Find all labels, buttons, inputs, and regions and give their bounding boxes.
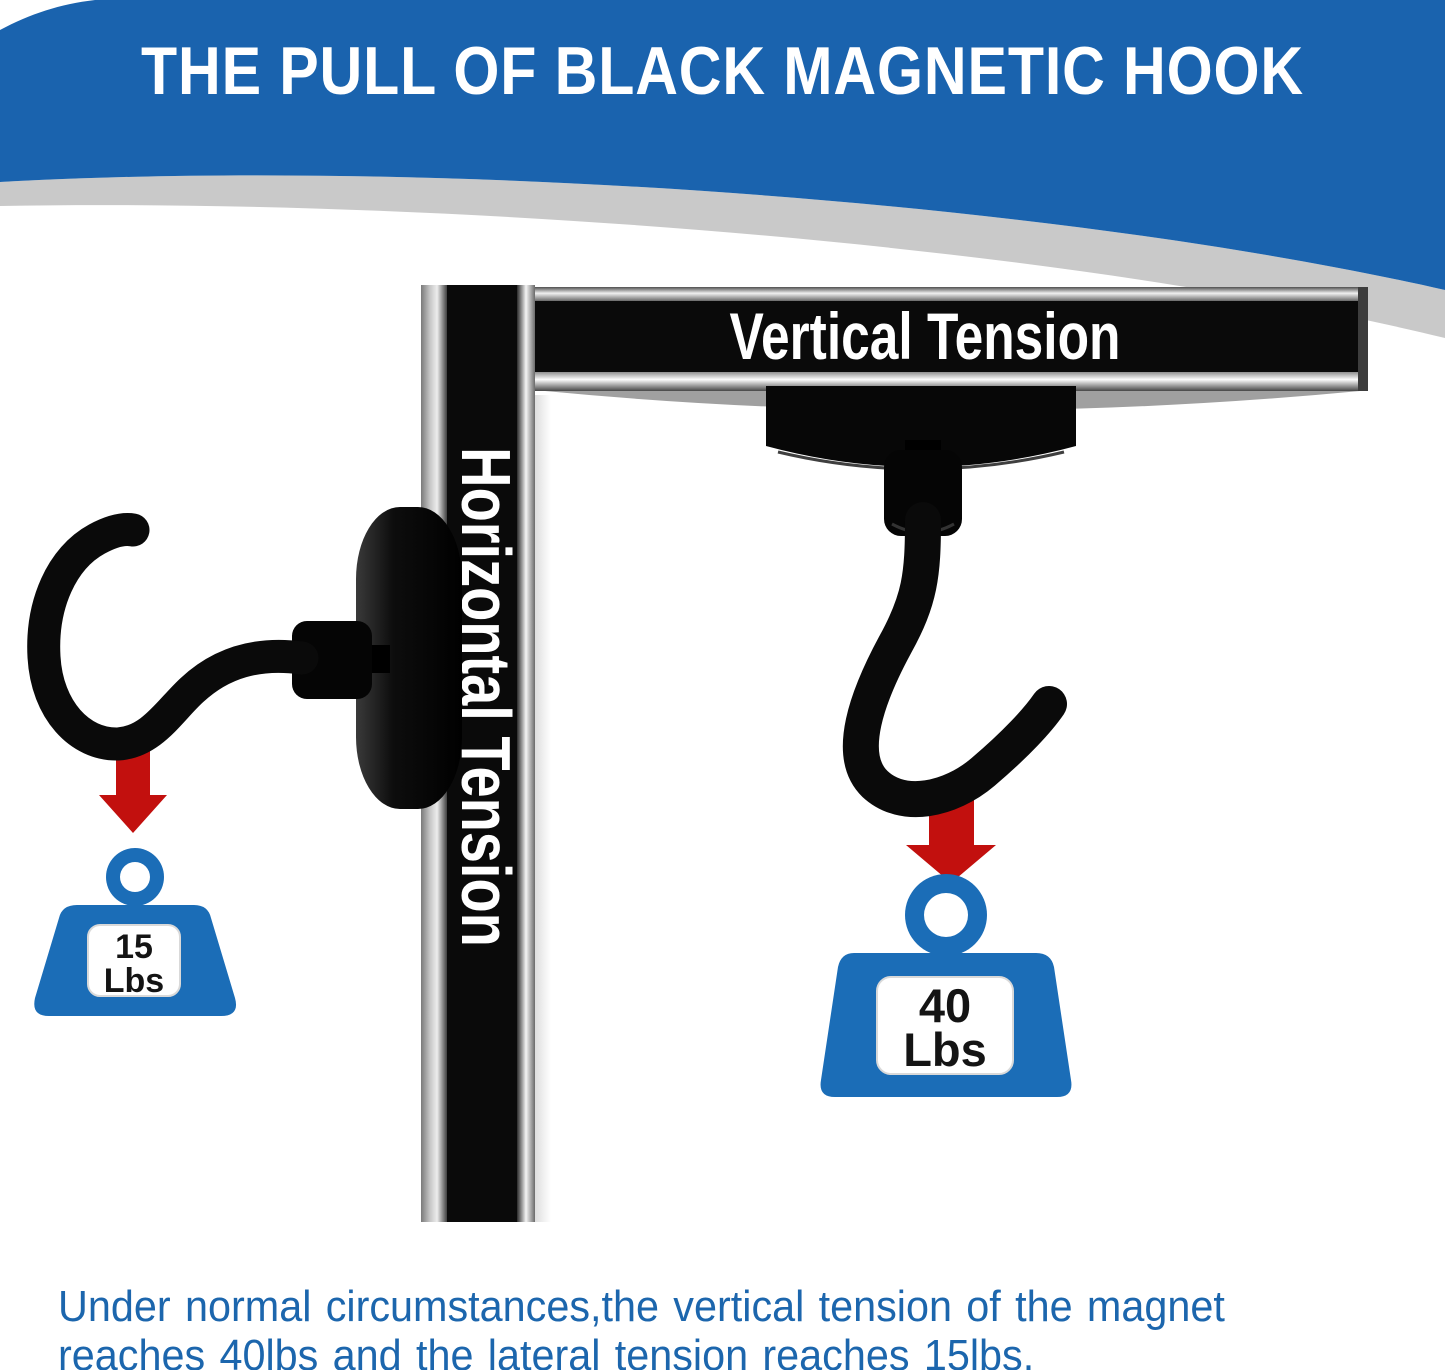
beam-black-face <box>523 301 1368 372</box>
horizontal-beam: Vertical Tension <box>523 287 1368 411</box>
right-weight-unit: Lbs <box>903 1023 987 1076</box>
left-weight-unit: Lbs <box>104 962 164 1000</box>
left-weight-ring-hole <box>120 862 150 892</box>
header-swoosh <box>0 0 1445 338</box>
left-hook-ferrule <box>292 621 372 699</box>
left-down-arrow-icon <box>99 742 167 833</box>
beam-end-cap <box>1358 287 1368 391</box>
right-down-arrow-icon <box>906 795 996 883</box>
header-blue-banner <box>0 0 1445 290</box>
caption-line-2: reaches 40lbs and the lateral tension re… <box>58 1331 1035 1370</box>
left-magnetic-hook <box>27 507 462 809</box>
right-weight-label-plate <box>876 976 1014 1075</box>
right-weight-value: 40 <box>919 979 971 1032</box>
left-weight-label-plate <box>87 924 181 997</box>
left-magnet-disc <box>356 507 462 809</box>
post-right-metal-edge <box>517 285 535 1222</box>
right-magnetic-hook <box>766 386 1076 818</box>
beam-top-metal-edge <box>523 287 1368 301</box>
beam-bottom-metal-edge <box>523 372 1368 391</box>
caption-line-1: Under normal circumstances,the vertical … <box>58 1282 1225 1331</box>
page-title: THE PULL OF BLACK MAGNETIC HOOK <box>140 33 1305 109</box>
right-magnet-disc <box>766 386 1076 467</box>
left-weight-value: 15 <box>115 928 153 966</box>
right-weight-ring-hole <box>924 893 968 937</box>
right-hook-ferrule <box>884 450 962 536</box>
left-weight-icon: 15 Lbs <box>34 848 237 1016</box>
right-hook-wire <box>842 502 1067 818</box>
header-gray-band <box>0 175 1445 338</box>
post-right-shadow <box>535 395 551 1222</box>
right-weight-icon: 40 Lbs <box>820 874 1072 1097</box>
caption: Under normal circumstances,the vertical … <box>58 1282 1225 1370</box>
vertical-tension-label: Vertical Tension <box>730 299 1121 374</box>
left-hook-wire <box>27 513 319 761</box>
